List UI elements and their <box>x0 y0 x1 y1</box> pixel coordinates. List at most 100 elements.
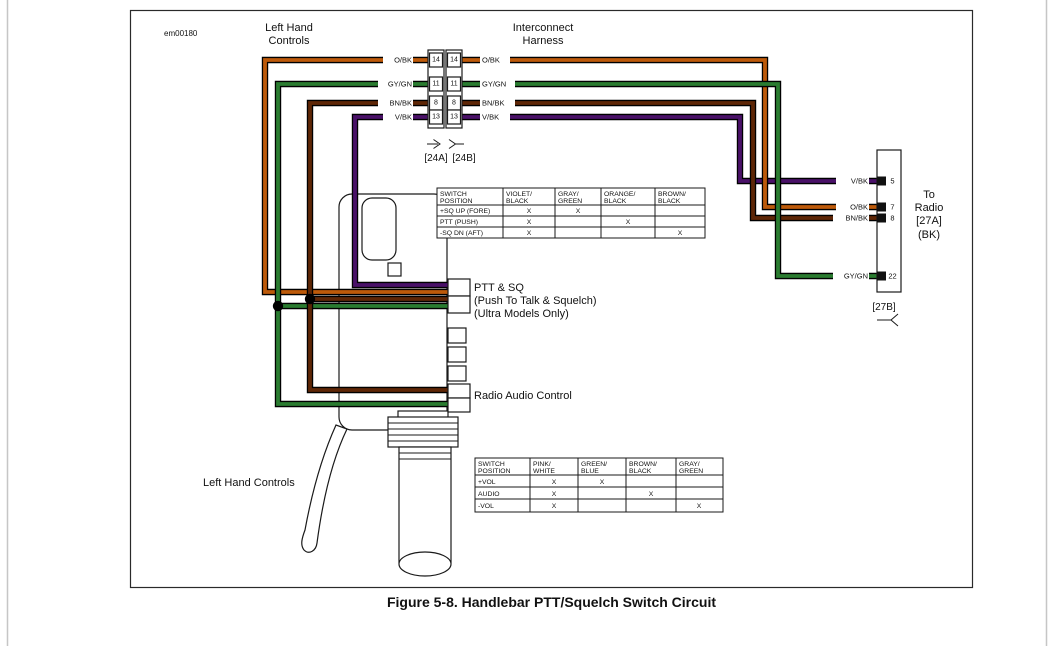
ptt-sq-label: PTT & SQ <box>474 282 524 294</box>
handlebar-grip <box>398 446 452 564</box>
wire-label: V/BK <box>395 113 412 122</box>
table-header: BLACK <box>506 198 529 205</box>
ptt-sq-connector <box>447 278 471 314</box>
pin-number: 8 <box>890 214 894 223</box>
table-header: SWITCH <box>440 191 467 198</box>
wire-label: GY/GN <box>388 80 412 89</box>
drawing-id: em00180 <box>164 29 198 38</box>
table-header: BROWN/ <box>658 191 686 198</box>
wire-label: O/BK <box>394 56 412 65</box>
wire-vbk-right <box>460 113 879 185</box>
table-header: ORANGE/ <box>604 191 635 198</box>
ptt-sq-label: (Push To Talk & Squelch) <box>474 295 597 307</box>
table-mark: X <box>576 208 581 215</box>
switch-button <box>387 262 402 277</box>
table-row-label: PTT (PUSH) <box>440 219 478 226</box>
radio-audio-control-label: Radio Audio Control <box>474 390 572 402</box>
table-header: BLACK <box>658 198 681 205</box>
pin-number: 14 <box>450 57 458 64</box>
pin-contact <box>877 202 886 212</box>
wire-gygn-left <box>274 80 450 408</box>
pin-number: 7 <box>890 203 894 212</box>
pin-number: 14 <box>432 57 440 64</box>
pin-contact <box>877 176 886 186</box>
pin-number: 13 <box>432 114 440 121</box>
table-mark: X <box>527 219 532 226</box>
wire-label: O/BK <box>482 56 500 65</box>
wire-label: GY/GN <box>482 80 506 89</box>
wire-gygn-right <box>460 80 879 280</box>
to-radio-label: To <box>923 189 935 201</box>
figure-caption: Figure 5-8. Handlebar PTT/Squelch Switch… <box>387 594 716 610</box>
left-hand-controls-bottom-label: Left Hand Controls <box>203 477 295 489</box>
connector-24a-label: [24A] <box>424 153 448 164</box>
table-header: BLACK <box>604 198 627 205</box>
table-row-label: -VOL <box>478 503 494 510</box>
pin-number: 8 <box>434 100 438 107</box>
table-header: BROWN/ <box>629 461 657 468</box>
wire-label: O/BK <box>850 203 868 212</box>
table-header: GRAY/ <box>679 461 700 468</box>
table-header: POSITION <box>440 198 473 205</box>
table-mark: X <box>600 479 605 486</box>
table-header: WHITE <box>533 468 555 475</box>
wire-label: BN/BK <box>389 99 412 108</box>
interconnect-harness-label: Interconnect <box>513 22 574 34</box>
table-mark: X <box>527 208 532 215</box>
table-header: BLUE <box>581 468 599 475</box>
radio-connector-27a: 5 7 8 22 <box>876 149 902 293</box>
handlebar-clamp <box>387 416 459 448</box>
to-radio-label: (BK) <box>918 229 940 241</box>
table-mark: X <box>552 491 557 498</box>
wire-label: BN/BK <box>482 99 505 108</box>
table-header: GREEN/ <box>581 461 607 468</box>
table-row-label: -SQ DN (AFT) <box>440 230 483 237</box>
wire-obk-left <box>261 56 450 296</box>
wire-obk-right <box>460 56 879 211</box>
ptt-squelch-table: SWITCH POSITION VIOLET/ BLACK GRAY/ GREE… <box>436 187 706 239</box>
pin-number: 11 <box>450 81 457 88</box>
grip-end <box>398 551 452 577</box>
wire-label: V/BK <box>482 113 499 122</box>
interconnect-harness-label: Harness <box>523 35 564 47</box>
table-mark: X <box>649 491 654 498</box>
table-header: GREEN <box>679 468 703 475</box>
pin-number: 13 <box>450 114 458 121</box>
left-hand-controls-top-label: Left Hand <box>265 22 313 34</box>
radio-audio-connector <box>447 383 471 413</box>
pin-contact <box>877 213 886 223</box>
pin-contact <box>877 271 886 281</box>
ptt-sq-label: (Ultra Models Only) <box>474 308 569 320</box>
table-header: BLACK <box>629 468 652 475</box>
pin-number: 5 <box>890 177 894 186</box>
connector-mating-symbol-24 <box>427 139 464 149</box>
pin-number: 22 <box>888 272 896 281</box>
pin-number: 8 <box>452 100 456 107</box>
wire-label-backplates <box>378 54 869 282</box>
switch-housing-cap <box>361 197 397 261</box>
table-mark: X <box>552 503 557 510</box>
left-hand-controls-top-label: Controls <box>269 35 310 47</box>
table-row-label: +SQ UP (FORE) <box>440 208 490 215</box>
table-header: PINK/ <box>533 461 551 468</box>
table-row-label: +VOL <box>478 479 496 486</box>
to-radio-label: Radio <box>915 202 944 214</box>
connector-27b-label: [27B] <box>872 302 896 313</box>
connector-24b-label: [24B] <box>452 153 476 164</box>
table-mark: X <box>678 230 683 237</box>
wire-bnbk-right <box>460 99 879 222</box>
table-header: POSITION <box>478 468 511 475</box>
table-header: GREEN <box>558 198 582 205</box>
wire-label: GY/GN <box>844 272 868 281</box>
pin-number: 11 <box>432 81 439 88</box>
table-mark: X <box>626 219 631 226</box>
wire-label: V/BK <box>851 177 868 186</box>
switch-housing-drawing <box>301 193 459 577</box>
wire-bnbk-left <box>306 99 450 394</box>
connector-mating-symbol-27b <box>877 313 899 327</box>
clutch-lever <box>301 424 348 553</box>
to-radio-label: [27A] <box>916 215 942 227</box>
table-mark: X <box>697 503 702 510</box>
